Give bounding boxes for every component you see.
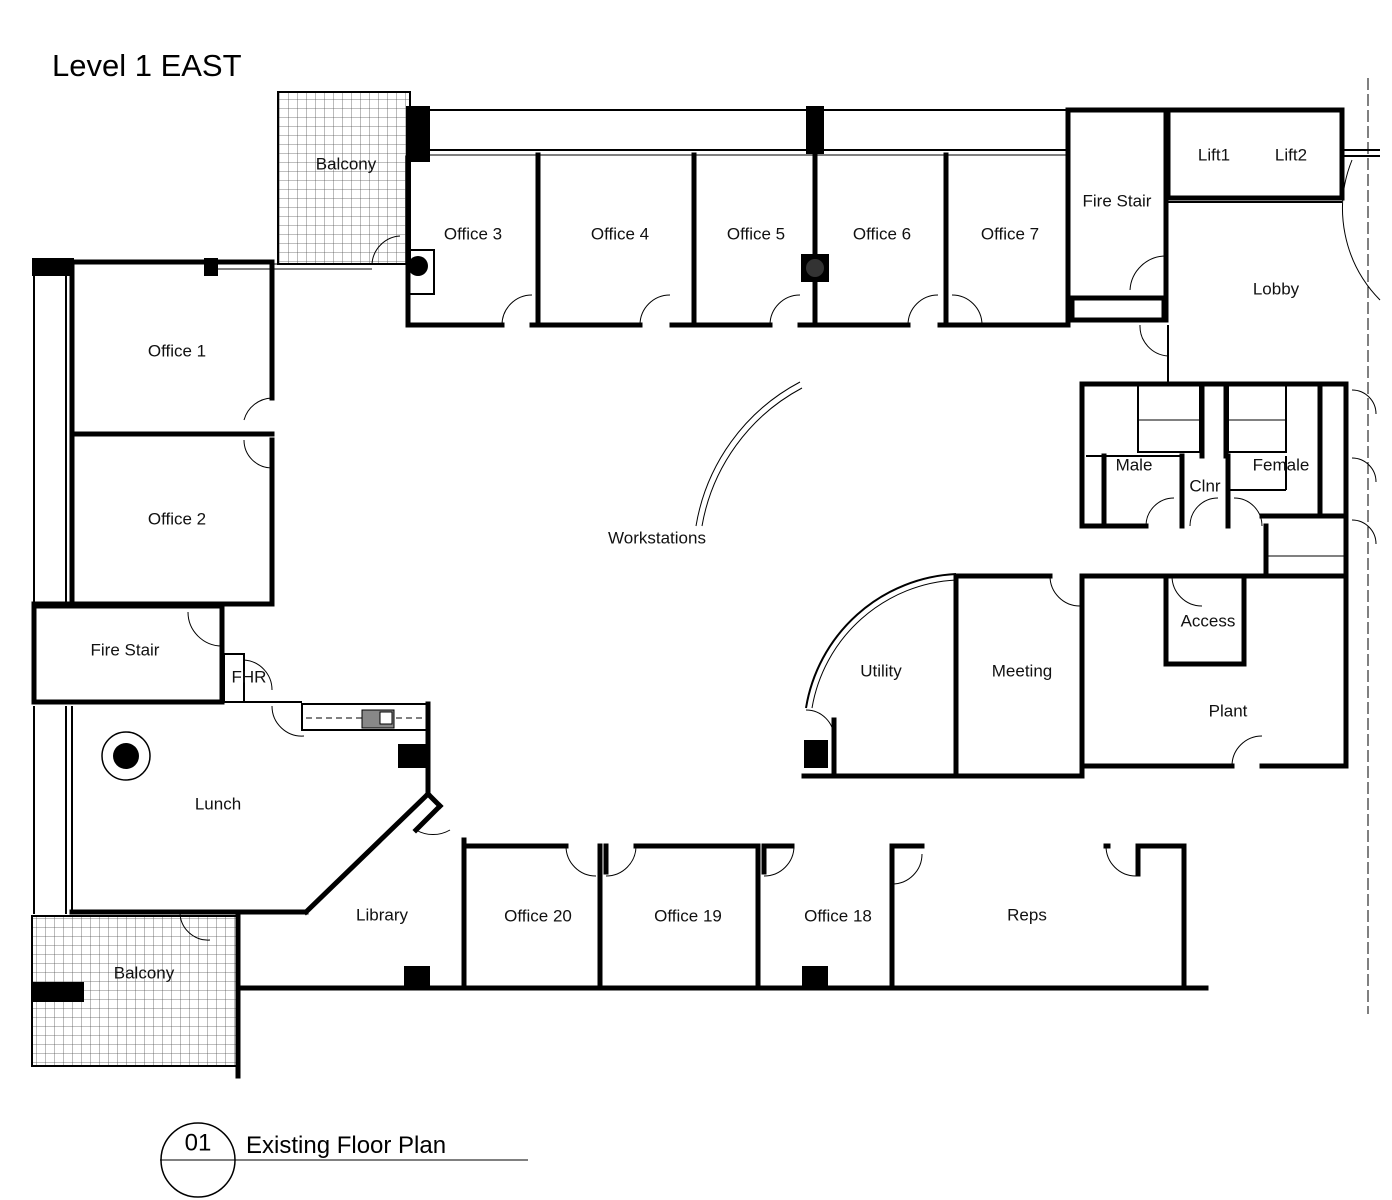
room-utility: Utility (860, 661, 902, 680)
room-female: Female (1253, 455, 1310, 474)
room-male: Male (1116, 455, 1153, 474)
room-reps: Reps (1007, 905, 1047, 924)
room-fhr: FHR (232, 667, 267, 686)
toilets (1079, 381, 1377, 579)
lunch-library (33, 701, 467, 991)
room-office-18: Office 18 (804, 906, 872, 925)
room-lift1: Lift1 (1198, 145, 1230, 164)
core-top (1065, 107, 1381, 384)
room-plant: Plant (1209, 701, 1248, 720)
room-office-4: Office 4 (591, 224, 649, 243)
legend-number: 01 (185, 1129, 212, 1156)
room-access: Access (1181, 611, 1236, 630)
room-lunch: Lunch (195, 794, 241, 813)
room-office-6: Office 6 (853, 224, 911, 243)
room-balcony-top: Balcony (316, 154, 377, 173)
room-office-3: Office 3 (444, 224, 502, 243)
service-rooms (801, 573, 1349, 779)
balcony-bottom (31, 909, 241, 1079)
room-office-2: Office 2 (148, 509, 206, 528)
top-offices (405, 152, 1071, 328)
room-clnr: Clnr (1189, 476, 1221, 495)
room-balcony-bottom: Balcony (114, 963, 175, 982)
left-offices (31, 258, 372, 607)
room-office-20: Office 20 (504, 906, 572, 925)
workstation-screen (695, 381, 803, 527)
room-office-19: Office 19 (654, 906, 722, 925)
room-lift2: Lift2 (1275, 145, 1307, 164)
drawing-legend: 01 Existing Floor Plan (160, 1122, 528, 1198)
room-library: Library (356, 905, 408, 924)
balcony-top (277, 91, 411, 265)
legend-label: Existing Floor Plan (246, 1132, 446, 1159)
room-office-1: Office 1 (148, 341, 206, 360)
top-window-band (406, 106, 1068, 162)
room-meeting: Meeting (992, 661, 1052, 680)
room-workstations: Workstations (608, 528, 706, 547)
room-office-5: Office 5 (727, 224, 785, 243)
left-core (31, 603, 305, 737)
room-fire-stair-left: Fire Stair (91, 640, 160, 659)
plan-title: Level 1 EAST (52, 48, 242, 83)
bottom-offices (237, 843, 1209, 991)
room-office-7: Office 7 (981, 224, 1039, 243)
room-fire-stair-top: Fire Stair (1083, 191, 1152, 210)
room-lobby: Lobby (1253, 279, 1300, 298)
